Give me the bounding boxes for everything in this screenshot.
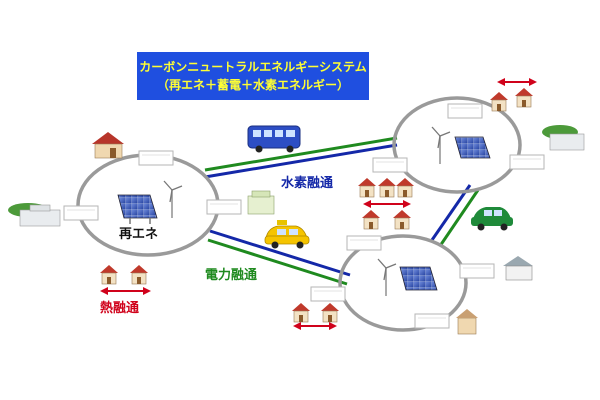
storage-box bbox=[414, 313, 450, 329]
hydrogen-link-left-topright bbox=[204, 143, 398, 179]
taxi-icon bbox=[264, 220, 310, 249]
bottom-exchange-arrow bbox=[293, 322, 337, 330]
hydrogen-link-topright-bottom bbox=[430, 184, 472, 241]
bottom-right-house-icon bbox=[503, 256, 533, 281]
storage-box bbox=[310, 286, 346, 302]
storage-box bbox=[447, 103, 483, 119]
left-top-house-icon bbox=[92, 132, 124, 159]
left-center-building-icon bbox=[247, 190, 275, 215]
storage-box bbox=[206, 199, 242, 215]
title-line-2: （再エネ＋蓄電＋水素エネルギー） bbox=[156, 78, 349, 92]
left-bottom-houses-icon bbox=[99, 264, 149, 285]
storage-box bbox=[459, 263, 495, 279]
bottom-right-building-icon bbox=[456, 309, 478, 335]
left-factory-icon bbox=[8, 203, 61, 227]
power-exchange-label: 電力融通 bbox=[205, 268, 258, 283]
top-right-exchange-arrow bbox=[497, 78, 537, 86]
bottom-left-houses-icon bbox=[291, 302, 340, 323]
bottom-wind-turbine-icon bbox=[377, 258, 397, 297]
heat-exchange-label: 熱融通 bbox=[100, 301, 140, 316]
left-wind-turbine-icon bbox=[163, 180, 183, 219]
renewable-label: 再エネ bbox=[119, 227, 159, 242]
title-line-1: カーボンニュートラルエネルギーシステム bbox=[139, 60, 367, 74]
middle-rowhouses-icon bbox=[361, 209, 412, 230]
hydrogen-exchange-label: 水素融通 bbox=[281, 176, 334, 191]
title-box: カーボンニュートラルエネルギーシステム （再エネ＋蓄電＋水素エネルギー） bbox=[137, 52, 369, 100]
power-links bbox=[204, 136, 480, 286]
middle-houses-icon bbox=[357, 177, 415, 198]
top-right-wind-turbine-icon bbox=[431, 126, 451, 165]
hydrogen-links bbox=[204, 143, 472, 277]
bottom-ring bbox=[338, 234, 468, 332]
storage-box bbox=[138, 150, 174, 166]
top-right-ring bbox=[392, 96, 522, 194]
storage-box bbox=[509, 154, 545, 170]
left-solar-panel bbox=[117, 194, 158, 224]
storage-box bbox=[372, 157, 408, 173]
middle-exchange-arrow bbox=[363, 200, 411, 208]
bottom-solar-panel bbox=[399, 266, 438, 291]
power-link-topright-bottom bbox=[438, 189, 480, 247]
storage-box bbox=[346, 235, 382, 251]
power-link-left-topright bbox=[204, 136, 398, 172]
top-right-solar-panel bbox=[454, 136, 491, 159]
bus-icon bbox=[247, 125, 301, 153]
storage-box bbox=[63, 205, 99, 221]
power-link-left-bottom bbox=[207, 238, 348, 286]
green-car-icon bbox=[471, 207, 513, 231]
top-right-factory-icon bbox=[542, 125, 585, 151]
top-right-houses-icon bbox=[489, 87, 534, 112]
hydrogen-link-left-bottom bbox=[209, 229, 351, 277]
heat-exchange-arrow bbox=[100, 287, 151, 295]
